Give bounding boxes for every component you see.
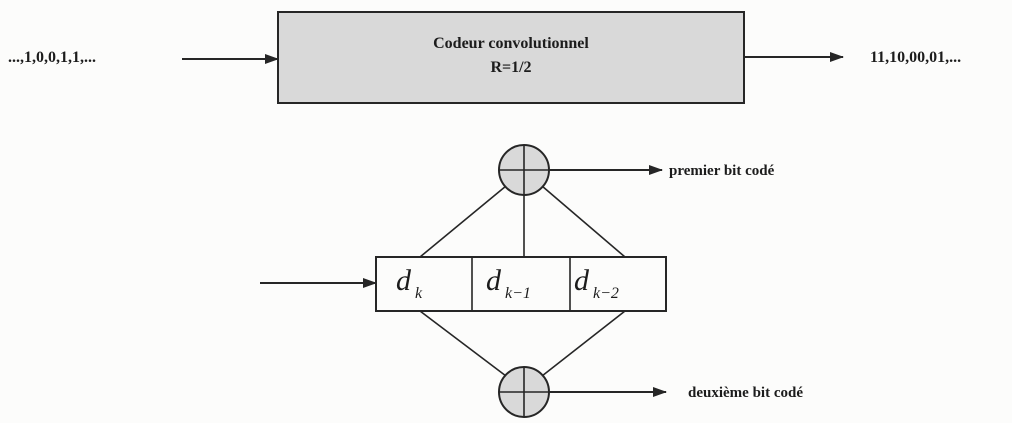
encoder-box [277, 11, 745, 104]
tap-dk-to-top-adder [419, 185, 507, 258]
cell-subscript: k−2 [593, 285, 619, 302]
tap-dk2-to-top-adder [541, 185, 626, 258]
register-frame [375, 256, 667, 312]
tap-dk2-to-bottom-adder [541, 310, 626, 377]
encoder-title: Codeur convolutionnel [433, 35, 589, 52]
cell-subscript: k−1 [505, 285, 531, 302]
cell-symbol: d [486, 264, 502, 297]
cell-subscript: k [415, 285, 423, 302]
output-sequence-label: 11,10,00,01,... [870, 49, 961, 66]
input-sequence-label: ...,1,0,0,1,1,... [8, 49, 96, 66]
top-xor-adder [498, 144, 550, 196]
bottom-xor-adder [498, 366, 550, 418]
first-bit-label: premier bit codé [669, 163, 775, 179]
cell-symbol: d [574, 264, 590, 297]
tap-dk-to-bottom-adder [419, 310, 507, 377]
adder-connections [419, 185, 626, 377]
encoder-rate: R=1/2 [490, 59, 531, 76]
cell-symbol: d [396, 264, 412, 297]
second-bit-label: deuxième bit codé [688, 385, 803, 401]
